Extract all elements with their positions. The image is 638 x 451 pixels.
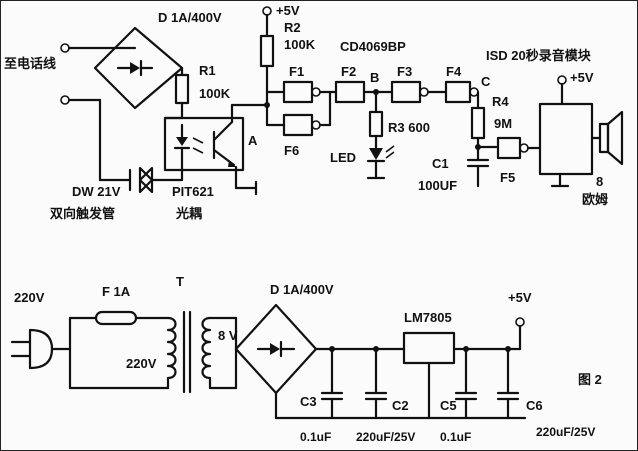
top-bridge-label: D 1A/400V (158, 10, 222, 25)
node-a-label: A (248, 133, 258, 148)
bottom-bridge-label: D 1A/400V (270, 282, 334, 297)
r4-name-label: R4 (492, 94, 509, 109)
speaker-unit-label: 欧姆 (582, 192, 608, 207)
r2-value-label: 100K (284, 37, 316, 52)
primary-voltage-label: 220V (126, 356, 157, 371)
node-c-label: C (481, 74, 491, 89)
fuse-f1a (68, 310, 170, 390)
r3-label: R3 600 (388, 120, 430, 135)
c2-value-label: 220uF/25V (356, 430, 415, 444)
capacitor-c5 (454, 346, 478, 420)
f3-label: F3 (397, 64, 412, 79)
regulator-label: LM7805 (404, 310, 452, 325)
r4-value-label: 9M (494, 116, 512, 131)
c6-value-label: 220uF/25V (536, 425, 595, 439)
phone-line-terminals (60, 43, 137, 105)
inverter-gates-f1-f6 (282, 80, 338, 137)
c1-value-label: 100UF (418, 178, 457, 193)
r2-name-label: R2 (284, 20, 301, 35)
inverter-gate-f4 (444, 80, 480, 110)
inverter-gates-f2-f3 (334, 80, 448, 104)
resistor-r3-led (366, 90, 395, 180)
vout-terminal (515, 317, 525, 351)
diac-trigger (98, 158, 184, 194)
diac-name-label: 双向触发管 (50, 206, 115, 221)
opto-name-label: 光耦 (175, 206, 202, 221)
c3-label: C3 (300, 394, 317, 409)
speaker-value-label: 8 (596, 174, 603, 189)
capacitor-c3 (320, 346, 344, 420)
f1-label: F1 (289, 64, 304, 79)
ic-label: CD4069BP (340, 39, 406, 54)
f2-label: F2 (341, 64, 356, 79)
isd-vcc-label: +5V (570, 70, 594, 85)
isd-record-module (538, 75, 624, 188)
resistor-r2 (259, 6, 286, 127)
c2-label: C2 (392, 398, 409, 413)
c6-label: C6 (526, 398, 543, 413)
opto-model-label: PIT621 (172, 184, 214, 199)
f5-label: F5 (500, 170, 515, 185)
phone-line-label: 至电话线 (4, 56, 56, 71)
transformer (166, 310, 238, 394)
node-b-label: B (370, 70, 379, 85)
resistor-r4-capacitor-c1 (466, 106, 500, 188)
secondary-voltage-label: 8 V (218, 328, 238, 343)
optocoupler (163, 103, 268, 196)
vout-label: +5V (508, 290, 532, 305)
c3-value-label: 0.1uF (300, 430, 331, 444)
vcc-top-label: +5V (276, 3, 300, 18)
transformer-label: T (176, 274, 184, 289)
mains-plug (10, 316, 72, 390)
c5-value-label: 0.1uF (440, 430, 471, 444)
capacitor-c6 (496, 346, 520, 420)
resistor-r1 (163, 73, 190, 120)
f6-label: F6 (284, 143, 299, 158)
led-label: LED (330, 150, 356, 165)
c5-label: C5 (440, 398, 457, 413)
diac-rating-label: DW 21V (72, 184, 121, 199)
figure-label: 图 2 (578, 372, 602, 387)
regulator-lm7805 (402, 331, 522, 420)
r1-name-label: R1 (199, 63, 216, 78)
r1-value-label: 100K (199, 86, 231, 101)
mains-label: 220V (14, 290, 45, 305)
fuse-label: F 1A (102, 284, 131, 299)
c1-name-label: C1 (432, 156, 449, 171)
isd-label: ISD 20秒录音模块 (486, 48, 592, 63)
bridge-rectifier-top (93, 26, 184, 182)
inverter-gate-f5 (496, 136, 542, 160)
f4-label: F4 (446, 64, 462, 79)
bridge-rectifier-bottom (234, 303, 527, 420)
capacitor-c2 (364, 346, 388, 420)
